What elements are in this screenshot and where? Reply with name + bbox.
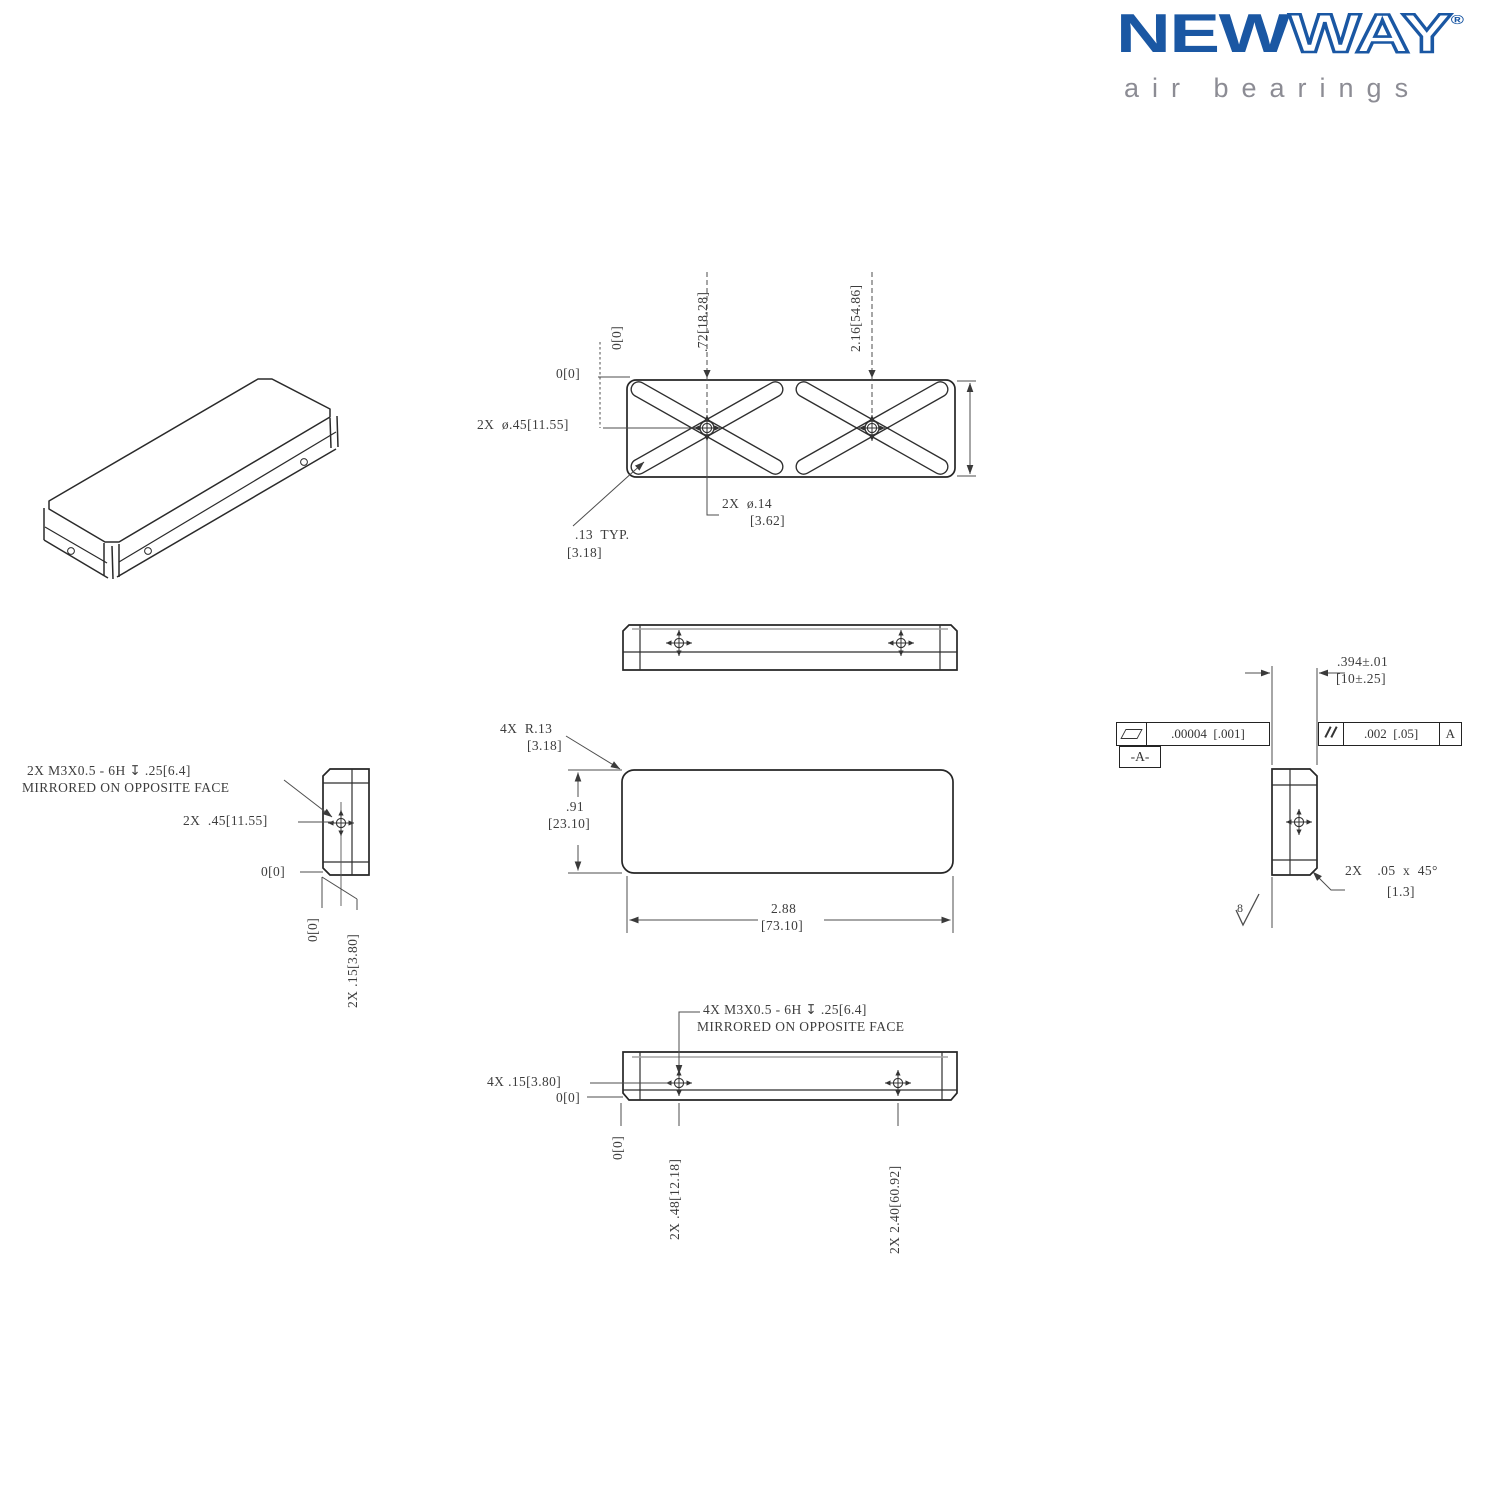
- outline-view: [565, 735, 954, 933]
- hole2-x-label: 2.16[54.86]: [848, 284, 863, 352]
- groove-width-label: .13 TYP.: [575, 527, 630, 542]
- left-view-outline: [322, 768, 370, 876]
- datum-a-flag: -A-: [1119, 746, 1161, 768]
- ordinate-arrow: [868, 370, 876, 378]
- top-view: [572, 272, 976, 527]
- front-view: [622, 624, 958, 671]
- bottom-hole-offset-label: 4X .15[3.80]: [487, 1074, 562, 1089]
- iso-edge: [111, 545, 114, 580]
- thickness-mm-label: [10±.25]: [1336, 671, 1386, 686]
- air-hole-mm-label: [3.62]: [750, 513, 786, 528]
- ordinate-arrow: [703, 370, 711, 378]
- left-thread-note-line2: MIRRORED ON OPPOSITE FACE: [22, 780, 230, 795]
- flatness-tolerance: .00004 [.001]: [1146, 723, 1269, 745]
- flatness-frame: .00004 [.001]: [1116, 722, 1270, 746]
- registered-trademark-symbol: ®: [1450, 12, 1464, 27]
- right-side-view: [1235, 666, 1345, 928]
- iso-side-hole: [300, 458, 308, 466]
- left-zero-label: 0[0]: [261, 864, 286, 879]
- center-mark: [693, 414, 721, 442]
- logo-word-new: NEW: [1116, 2, 1290, 64]
- bottom-thread-note-line2: MIRRORED ON OPPOSITE FACE: [697, 1019, 905, 1034]
- bottom-zero-label: 0[0]: [556, 1090, 581, 1105]
- left-side-view: [283, 768, 370, 910]
- outline-view-outline: [621, 769, 954, 874]
- front-view-outline: [622, 624, 958, 671]
- iso-edge: [116, 448, 337, 578]
- height-label: .91: [566, 799, 585, 814]
- logo-wordmark: NEWWAY®: [1116, 4, 1464, 62]
- parallelism-tolerance: .002 [.05]: [1342, 723, 1439, 745]
- bottom-view: [587, 1011, 958, 1126]
- center-mark: [884, 1069, 912, 1097]
- thickness-label: .394±.01: [1337, 654, 1389, 669]
- parallelism-datum-ref: A: [1438, 723, 1461, 745]
- iso-parting-line: [44, 526, 108, 564]
- iso-side-hole: [144, 547, 152, 555]
- jog-line: [321, 876, 358, 900]
- parallelism-frame: .002 [.05] A: [1318, 722, 1462, 746]
- groove-width-mm-label: [3.18]: [567, 545, 603, 560]
- center-mark: [327, 809, 355, 837]
- isometric-view: [43, 378, 339, 580]
- iso-corner-facet: [329, 417, 332, 449]
- right-view-outline: [1271, 768, 1318, 876]
- corner-radius-label: 4X R.13: [500, 721, 553, 736]
- chamfer-mm-label: [1.3]: [1387, 884, 1415, 899]
- logo-tagline: air bearings: [1124, 73, 1422, 103]
- hole1-x-label: .72[18.28]: [695, 291, 710, 352]
- parallelism-icon: [1324, 726, 1338, 742]
- surface-finish-symbol: [1235, 893, 1260, 927]
- bottom-zero-vertical-label: 0[0]: [610, 1135, 625, 1160]
- bottom-hole1-x-label: 2X .48[12.18]: [667, 1158, 682, 1240]
- chamfer-leader: [1312, 871, 1345, 891]
- counterbore-label: 2X ø.45[11.55]: [477, 417, 569, 432]
- leader-line: [706, 437, 719, 516]
- length-label: 2.88: [771, 901, 797, 916]
- parallelism-symbol-cell: [1319, 723, 1343, 745]
- iso-top-face: [48, 378, 331, 543]
- bottom-hole2-x-label: 2X 2.40[60.92]: [887, 1165, 902, 1254]
- thread-leader: [675, 1011, 700, 1075]
- height-mm-label: [23.10]: [548, 816, 591, 831]
- thread-leader: [283, 779, 333, 818]
- left-counterbore-depth-label: 2X .45[11.55]: [183, 813, 268, 828]
- groove-width-leader: [572, 461, 645, 527]
- air-hole-label: 2X ø.14: [722, 496, 773, 511]
- corner-radius-mm-label: [3.18]: [527, 738, 563, 753]
- ordinate-zero-top-label: 0[0]: [609, 325, 624, 350]
- length-mm-label: [73.10]: [761, 918, 804, 933]
- left-thread-note-line1: 2X M3X0.5 - 6H ↧ .25[6.4]: [27, 763, 191, 778]
- radius-leader: [565, 735, 621, 770]
- flatness-symbol-cell: [1117, 723, 1146, 745]
- ordinate-zero-left-label: 0[0]: [556, 366, 581, 381]
- left-hole-offset-label: 2X .15[3.80]: [345, 933, 360, 1008]
- center-mark: [858, 414, 886, 442]
- iso-edge: [336, 415, 339, 448]
- bottom-thread-note-line1: 4X M3X0.5 - 6H ↧ .25[6.4]: [703, 1002, 867, 1017]
- left-zero-vertical-label: 0[0]: [305, 917, 320, 942]
- surface-finish-value: 8: [1237, 901, 1244, 915]
- chamfer-label: 2X .05 x 45°: [1345, 863, 1438, 878]
- iso-edge: [43, 539, 109, 579]
- flatness-icon: [1120, 729, 1143, 739]
- newway-logo: NEWWAY® air bearings: [1116, 4, 1486, 104]
- iso-parting-line: [118, 431, 337, 563]
- bottom-view-outline: [622, 1051, 958, 1101]
- iso-side-hole: [67, 547, 75, 555]
- logo-word-way: WAY: [1287, 2, 1454, 64]
